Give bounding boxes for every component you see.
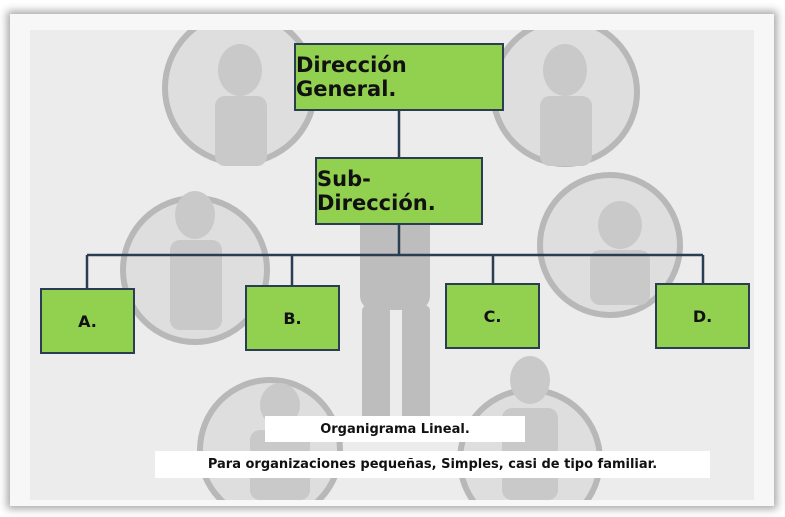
node-department-c: C. bbox=[445, 283, 540, 349]
node-department-a-label: A. bbox=[78, 311, 97, 331]
caption-description-text: Para organizaciones pequeñas, Simples, c… bbox=[207, 457, 658, 472]
caption-title: Organigrama Lineal. bbox=[265, 416, 525, 442]
node-department-d: D. bbox=[655, 283, 750, 349]
node-direccion-general-label: Dirección General. bbox=[296, 53, 407, 101]
caption-title-text: Organigrama Lineal. bbox=[320, 421, 470, 437]
caption-description: Para organizaciones pequeñas, Simples, c… bbox=[155, 451, 710, 478]
node-sub-direccion: Sub-Dirección. bbox=[315, 157, 483, 225]
node-department-b: B. bbox=[245, 285, 340, 351]
node-sub-direccion-label: Sub-Dirección. bbox=[317, 167, 436, 215]
node-direccion-general: Dirección General. bbox=[294, 43, 504, 111]
node-department-a: A. bbox=[40, 288, 135, 354]
node-department-d-label: D. bbox=[692, 306, 713, 326]
node-department-c-label: C. bbox=[483, 306, 502, 326]
node-department-b-label: B. bbox=[283, 308, 302, 328]
